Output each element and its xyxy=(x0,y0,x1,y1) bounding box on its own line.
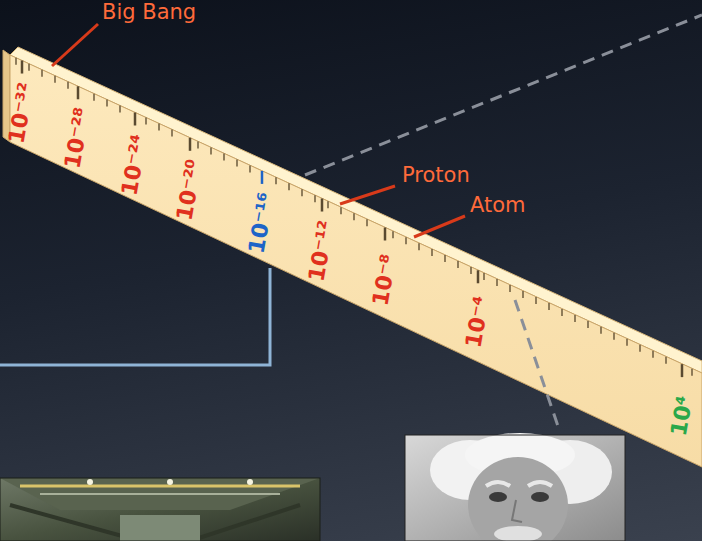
ruler-ticks xyxy=(16,58,692,377)
ruler-tick xyxy=(496,279,498,286)
callout-label: Proton xyxy=(402,165,470,186)
ruler-tick xyxy=(236,159,238,166)
ruler-tick xyxy=(626,339,628,346)
ruler-tick xyxy=(548,303,550,310)
ruler-tick xyxy=(483,273,485,280)
ruler-tick xyxy=(134,113,137,126)
leader-line xyxy=(52,24,98,66)
ruler-tick xyxy=(600,327,602,334)
ruler-tick xyxy=(54,76,56,83)
tunnel-photo xyxy=(0,478,320,541)
ruler-tick xyxy=(613,333,615,340)
ruler-tick xyxy=(261,171,264,184)
ruler-tick xyxy=(366,219,368,226)
ruler-tick xyxy=(392,231,394,238)
ruler-tick xyxy=(327,201,329,208)
ruler-tick xyxy=(158,124,160,131)
ruler-tick xyxy=(509,285,511,292)
ruler-tick xyxy=(639,345,641,352)
ruler-tick xyxy=(301,189,303,196)
ruler-tick xyxy=(340,207,342,214)
ruler-tick xyxy=(691,369,693,376)
ruler-tick xyxy=(405,237,407,244)
ruler-tick xyxy=(561,309,563,316)
ruler-tick xyxy=(470,267,472,274)
ruler-top xyxy=(10,47,702,373)
bracket-line xyxy=(0,268,270,365)
ruler-tick xyxy=(522,291,524,298)
ruler-tick xyxy=(457,261,459,268)
dashed-guide xyxy=(515,300,560,432)
ruler-tick xyxy=(119,106,121,113)
ruler-tick xyxy=(418,243,420,250)
ruler-tick xyxy=(106,100,108,107)
ruler-tick xyxy=(321,199,324,212)
portrait-photo xyxy=(405,433,625,541)
ruler-tick xyxy=(210,147,212,154)
ruler-tick xyxy=(15,58,17,65)
ruler-tick xyxy=(431,249,433,256)
ruler-tick xyxy=(353,213,355,220)
ruler-tick xyxy=(477,270,480,283)
ruler-tick xyxy=(249,165,251,172)
ruler-tick xyxy=(77,86,80,99)
ruler-tick xyxy=(665,357,667,364)
ruler-tick xyxy=(288,183,290,190)
ruler-tick xyxy=(41,70,43,77)
ruler-tick xyxy=(197,141,199,148)
ruler-tick xyxy=(574,315,576,322)
dashed-guide xyxy=(305,15,702,175)
ruler-tick xyxy=(652,351,654,358)
ruler-tick xyxy=(67,82,69,89)
ruler-tick xyxy=(444,255,446,262)
ruler-tick xyxy=(314,195,316,202)
ruler-tick xyxy=(189,138,192,151)
ruler-tick xyxy=(681,364,684,377)
ruler-tick xyxy=(145,118,147,125)
ruler-face xyxy=(10,55,702,467)
ruler-tick xyxy=(535,297,537,304)
ruler-tick xyxy=(21,61,24,74)
leader-line xyxy=(414,216,465,237)
ruler-tick xyxy=(384,228,387,241)
ruler-tick xyxy=(93,94,95,101)
ruler-tick xyxy=(223,153,225,160)
ruler-tick xyxy=(28,64,30,71)
ruler-tick xyxy=(587,321,589,328)
leader-line xyxy=(340,186,395,204)
callout-label: Atom xyxy=(470,195,526,216)
callout-label: Big Bang xyxy=(102,2,196,23)
ruler-tick xyxy=(275,177,277,184)
ruler-tick xyxy=(171,130,173,137)
